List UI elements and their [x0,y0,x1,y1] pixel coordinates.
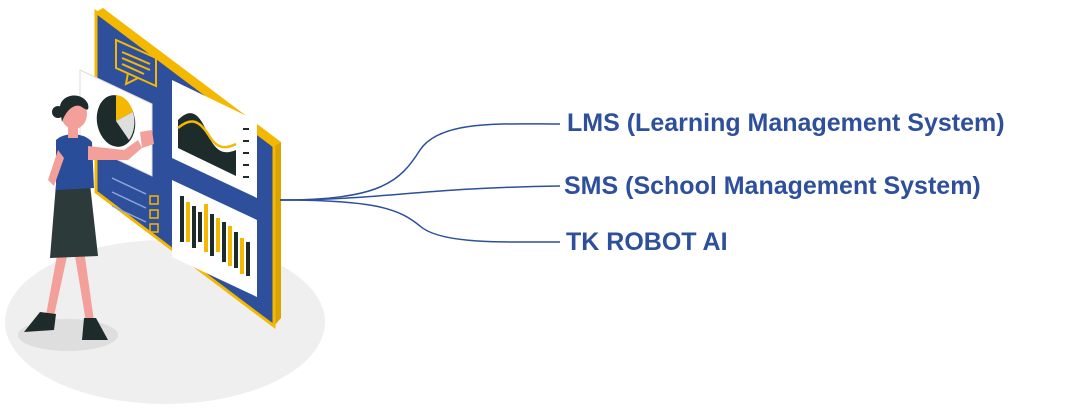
connectors [279,123,561,243]
woman-figure [24,95,154,340]
bar-chart-icon [180,196,250,276]
right-shoe [82,318,108,340]
tk-robot-ai-label: TK ROBOT AI [566,228,728,256]
lms-label: LMS (Learning Management System) [567,109,1005,137]
connector-tk [279,199,561,243]
checklist-icon [111,177,159,233]
bar-chart-card [172,180,257,297]
wave-chart-card [172,80,257,198]
left-shoe [24,312,56,332]
area-chart-icon [178,113,236,176]
connector-lms [279,123,561,201]
connector-sms [279,185,561,201]
message-icon [115,38,157,88]
sms-label: SMS (School Management System) [564,172,981,200]
board-side-edge [274,142,281,326]
